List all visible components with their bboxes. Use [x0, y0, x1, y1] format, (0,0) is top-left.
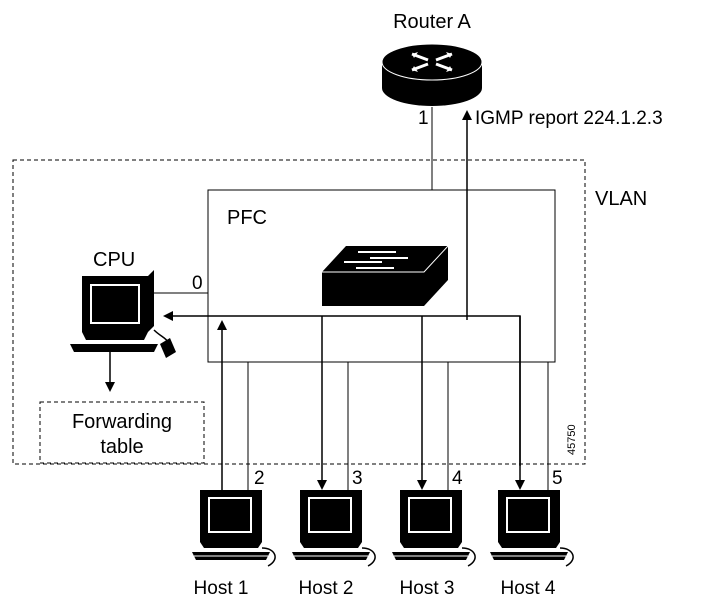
- host3-label: Host 3: [400, 578, 455, 599]
- pfc-box: [207, 189, 556, 363]
- host1-mouse-cord: [261, 547, 276, 567]
- host1-label: Host 1: [194, 578, 249, 599]
- cpu-label: CPU: [93, 249, 135, 271]
- host1-port: 2: [254, 468, 265, 489]
- host4-mouse-cord: [559, 547, 574, 567]
- to-cpu-path: [163, 311, 521, 466]
- vlan-label: VLAN: [595, 188, 647, 210]
- host2-label: Host 2: [299, 578, 354, 599]
- host2-port: 3: [352, 468, 363, 489]
- host2-workstation-icon: [291, 489, 371, 561]
- cpu-port-label: 0: [192, 273, 203, 294]
- cpu-workstation-icon: [70, 270, 176, 358]
- host3-port: 4: [452, 468, 463, 489]
- switch-icon: [322, 245, 449, 306]
- vlan-boundary: [12, 159, 586, 465]
- forwarding-table-line1: Forwarding: [72, 411, 172, 433]
- pfc-label: PFC: [227, 207, 267, 229]
- host3-mouse-cord: [461, 547, 476, 567]
- host1-workstation-icon: [191, 489, 271, 561]
- igmp-report-label: IGMP report 224.1.2.3: [475, 108, 663, 129]
- forwarding-table-line2: table: [100, 436, 143, 458]
- host4-workstation-icon: [489, 489, 569, 561]
- figure-id: 45750: [566, 424, 578, 455]
- host2-mouse-cord: [361, 547, 376, 567]
- router-icon: [381, 43, 483, 106]
- host3-workstation-icon: [391, 489, 471, 561]
- router-port-label: 1: [418, 108, 429, 129]
- host4-label: Host 4: [501, 578, 556, 599]
- host4-port: 5: [552, 468, 563, 489]
- router-label: Router A: [393, 11, 471, 33]
